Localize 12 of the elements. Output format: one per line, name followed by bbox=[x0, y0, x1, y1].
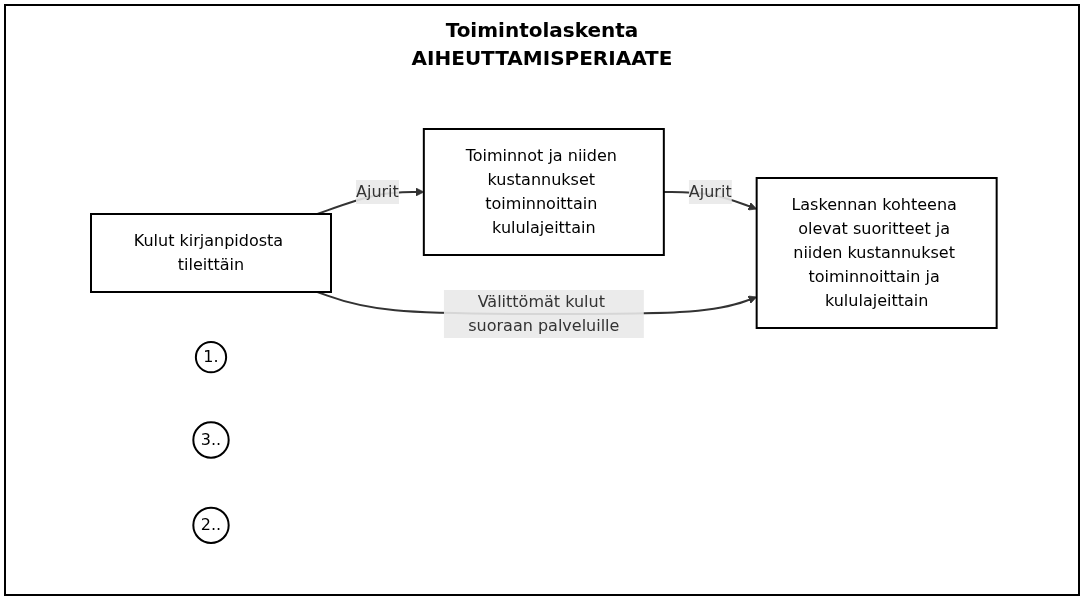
diagram-frame: Toimintolaskenta AIHEUTTAMISPERIAATE Ajurit Ajurit Välittömät kulut suoraan palveluille Kulut kirjanpidosta tileittäin 1. 3.. Toiminnot ja niiden kustannukset toiminnoittain kululajeittain 2.. Laskennan kohteena olevat suoritteet ja niiden kustannukset toiminnoittain ja kululajeittain bbox=[4, 4, 1080, 596]
title: Toimintolaskenta bbox=[445, 17, 639, 44]
node-box bbox=[423, 128, 665, 256]
edge-label: Ajurit bbox=[689, 182, 732, 201]
node-box bbox=[755, 177, 998, 329]
node-circle bbox=[192, 421, 230, 459]
edge-label: Välittömät kulut suoraan palveluille bbox=[468, 292, 620, 335]
node-box bbox=[90, 213, 333, 293]
edge-label: Ajurit bbox=[356, 182, 399, 201]
node-circle bbox=[192, 506, 230, 544]
subtitle: AIHEUTTAMISPERIAATE bbox=[411, 45, 673, 72]
node-circle bbox=[195, 341, 228, 374]
